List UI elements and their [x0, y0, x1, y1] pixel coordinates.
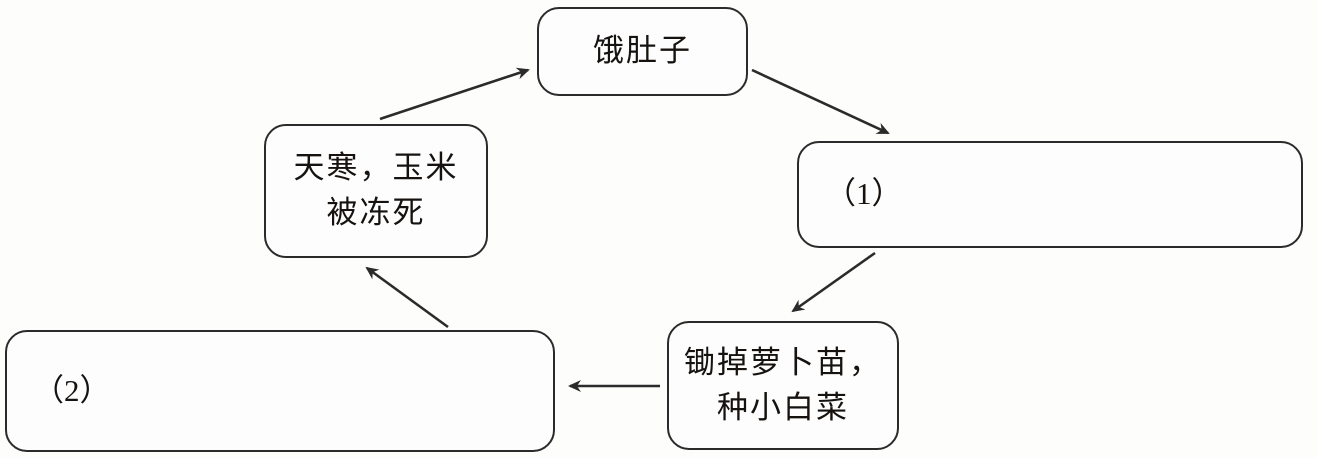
arrow-blank1-to-hoe	[791, 251, 876, 313]
arrow-blank2-to-frost	[365, 266, 449, 329]
node-blank-1-label: （1）	[825, 176, 903, 212]
node-frost[interactable]: 天寒，玉米 被冻死	[264, 124, 488, 258]
node-blank-2-label: （2）	[33, 372, 111, 408]
node-blank-1[interactable]: （1）	[797, 141, 1303, 248]
arrow-hungry-to-blank1	[751, 68, 890, 135]
node-hoe-radish[interactable]: 锄掉萝卜苗， 种小白菜	[667, 321, 899, 450]
node-hungry[interactable]: 饿肚子	[537, 7, 748, 96]
node-blank-2[interactable]: （2）	[5, 330, 555, 452]
arrow-frost-to-hungry	[379, 67, 530, 121]
